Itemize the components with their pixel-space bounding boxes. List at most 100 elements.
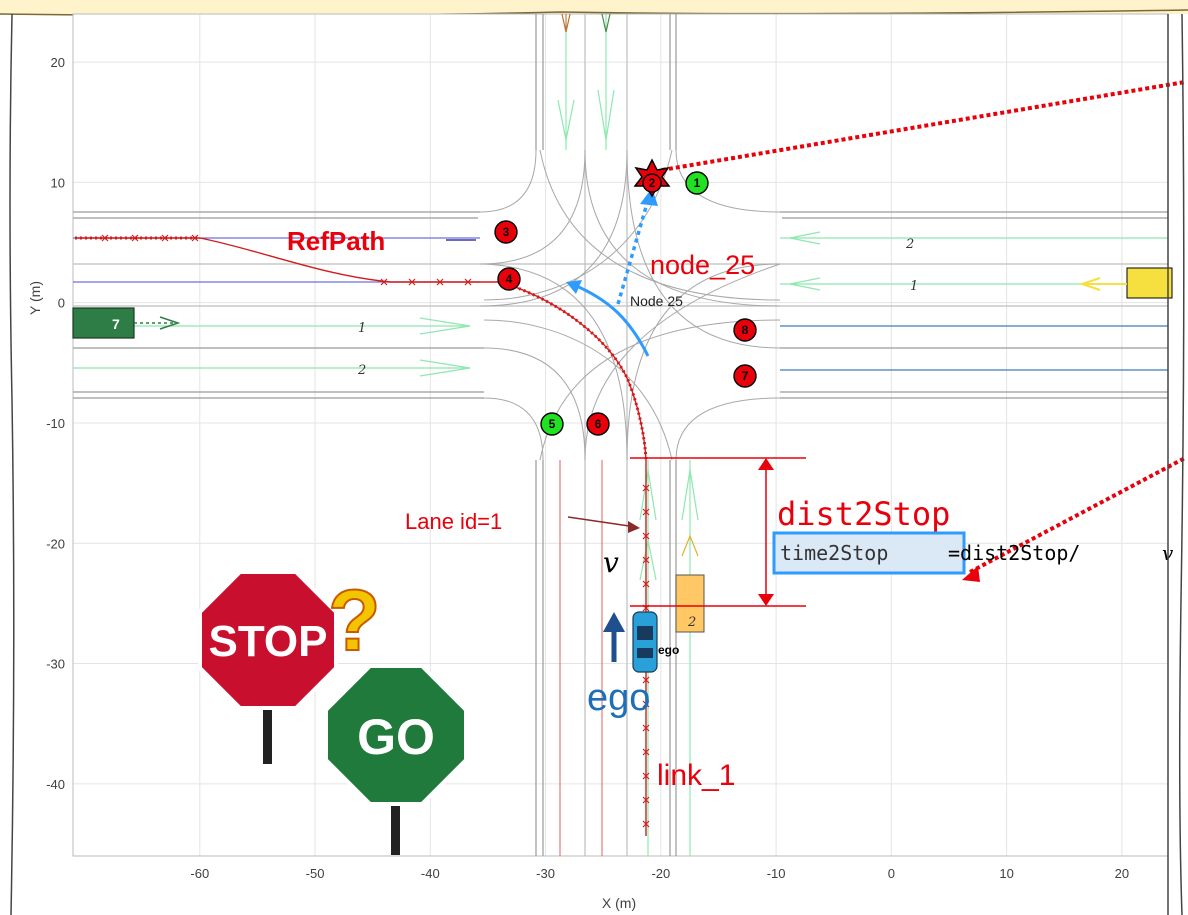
lane-id-label: Lane id=1 — [405, 509, 502, 534]
turn-arrowhead — [566, 280, 582, 294]
signal-6-label: 6 — [595, 417, 602, 431]
go-sign-octagon — [324, 664, 468, 806]
path-sample-marker — [642, 532, 650, 540]
node-25-small-label: Node 25 — [630, 293, 683, 309]
velocity-arrowhead — [603, 612, 625, 632]
path-sample-marker — [642, 556, 650, 564]
stop-sign: STOP — [198, 570, 338, 764]
path-sample-marker — [191, 234, 199, 242]
vehicles: 7 2 ego — [72, 267, 1173, 673]
path-sample-marker — [642, 772, 650, 780]
y-tick-label: -30 — [46, 657, 65, 672]
signal-7-label: 7 — [742, 369, 749, 383]
go-sign: GO — [324, 664, 468, 855]
signal-5-label: 5 — [549, 417, 556, 431]
neighbor-vehicle-label: 2 — [687, 615, 696, 630]
path-sample-marker — [464, 278, 472, 286]
x-tick-label: -50 — [306, 866, 325, 881]
path-sample-marker — [101, 234, 109, 242]
y-axis-label: Y (m) — [27, 281, 43, 315]
time2stop-formula: =dist2Stop/ — [948, 541, 1080, 565]
ego-vehicle-label: ego — [658, 643, 679, 657]
east-vehicle — [1126, 267, 1173, 299]
callout-line-signal — [661, 80, 1186, 172]
y-tick-label: -10 — [46, 416, 65, 431]
signal-2-label: 2 — [649, 176, 656, 190]
turn-arrow — [571, 282, 650, 357]
path-sample-marker — [642, 796, 650, 804]
velocity-label: v — [603, 546, 619, 579]
x-tick-label: -10 — [767, 866, 786, 881]
x-axis-label: X (m) — [602, 895, 636, 911]
left-page-edge — [9, 13, 15, 915]
right-torn-edge — [1178, 13, 1185, 915]
path-sample-marker — [642, 676, 650, 684]
reference-path-samples — [75, 236, 648, 461]
x-tick-label: -60 — [190, 866, 209, 881]
signal-8-label: 8 — [742, 323, 749, 337]
y-tick-label: -40 — [46, 777, 65, 792]
ego-vehicle-windshield — [637, 626, 653, 640]
node-dotted-arrow — [616, 199, 650, 305]
reference-path — [75, 237, 647, 836]
y-tick-label: 10 — [51, 175, 65, 190]
path-sample-marker — [436, 278, 444, 286]
go-sign-pole — [391, 775, 400, 855]
x-tick-label: 20 — [1115, 866, 1129, 881]
ego-vehicle-rear-window — [637, 648, 653, 658]
x-tick-label: 10 — [999, 866, 1013, 881]
y-tick-label: 0 — [58, 296, 65, 311]
x-tick-label: -20 — [651, 866, 670, 881]
reference-path-markers — [101, 234, 650, 828]
path-sample-marker — [642, 700, 650, 708]
signal-1-label: 1 — [694, 176, 701, 190]
lane-id-pointer — [567, 516, 637, 528]
path-sample-marker — [380, 278, 388, 286]
go-sign-text: GO — [357, 709, 435, 765]
signal-group: 2 1 3 4 5 6 7 8 — [494, 158, 757, 436]
dist2stop-label: dist2Stop — [777, 495, 950, 533]
dist2stop-arrowhead-bottom — [758, 594, 774, 606]
y-tick-label: -20 — [46, 536, 65, 551]
path-sample-marker — [161, 234, 169, 242]
time2stop-highlight-box — [772, 531, 966, 575]
dist2stop-arrowhead-top — [758, 458, 774, 470]
grid — [73, 14, 1168, 856]
path-sample-marker — [642, 580, 650, 588]
signal-7-light — [733, 364, 757, 388]
path-sample-marker — [408, 278, 416, 286]
path-sample-marker — [642, 508, 650, 516]
stop-sign-pole — [263, 688, 272, 764]
ego-vehicle — [632, 611, 658, 673]
path-sample-marker — [642, 484, 650, 492]
signal-5-light — [540, 412, 564, 436]
x-tick-label: -40 — [421, 866, 440, 881]
node-25-red-label: node_25 — [650, 250, 755, 280]
road-network — [73, 13, 1168, 856]
signal-4-light — [497, 267, 521, 291]
callout-arrowhead-time2stop — [962, 566, 980, 582]
path-sample-marker — [642, 724, 650, 732]
signal-6-light — [586, 412, 610, 436]
path-sample-marker — [131, 234, 139, 242]
lane-number-west-1: 1 — [358, 321, 366, 336]
lane-number-east-1: 1 — [910, 279, 918, 294]
y-tick-label: 20 — [51, 55, 65, 70]
lane-number-west-2: 2 — [357, 363, 366, 378]
signal-4-label: 4 — [506, 272, 513, 286]
ego-label: ego — [587, 677, 650, 719]
neighbor-vehicle — [675, 574, 705, 633]
question-mark: ? — [328, 573, 381, 669]
signal-8-light — [733, 318, 757, 342]
dist2stop-dimension — [630, 457, 806, 607]
west-vehicle — [72, 307, 135, 339]
top-note-strip — [0, 0, 1188, 14]
time2stop-variable: time2Stop — [780, 541, 888, 565]
signal-2-light — [642, 173, 662, 193]
refpath-label: RefPath — [287, 226, 385, 256]
x-tick-label: 0 — [888, 866, 895, 881]
path-sample-marker — [642, 820, 650, 828]
west-vehicle-chevron — [159, 316, 181, 330]
stop-sign-octagon — [198, 570, 338, 710]
path-sample-marker — [642, 748, 650, 756]
